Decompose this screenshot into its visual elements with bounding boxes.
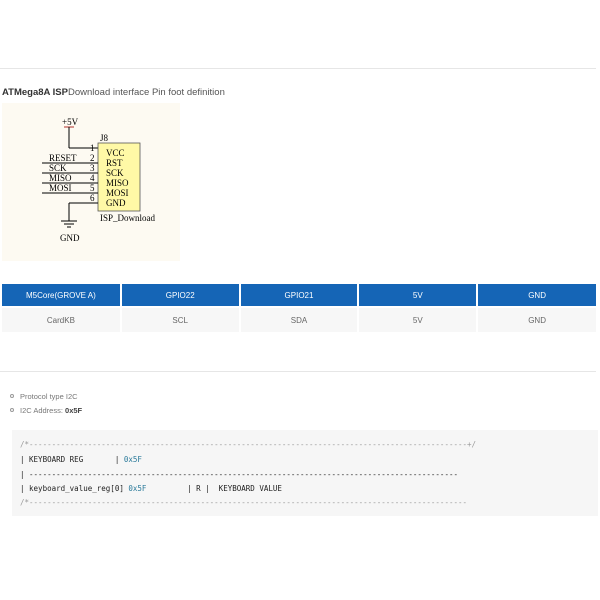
table-header-cell: M5Core(GROVE A) (2, 284, 122, 308)
section-heading: ATMega8A ISPDownload interface Pin foot … (2, 87, 225, 98)
top-divider (0, 68, 596, 69)
protocol-text: Protocol type I2C (20, 391, 78, 401)
code-text: | R | KEYBOARD VALUE (146, 484, 282, 493)
code-hex: 0x5F (128, 484, 147, 493)
header-ref: J8 (100, 133, 109, 143)
component-name: ISP_Download (100, 213, 156, 223)
pin-number: 5 (90, 183, 95, 193)
header-box (97, 142, 141, 212)
net-label: MISO (49, 173, 72, 183)
net-label: MOSI (49, 183, 72, 193)
table-cell: SDA (239, 307, 360, 332)
table-cell: GND (477, 307, 596, 332)
table-header-cell: 5V (358, 284, 479, 308)
heading-bold: ATMega8A ISP (2, 87, 68, 98)
list-item: I2C Address: 0x5F (10, 403, 82, 417)
code-line: | keyboard_value_reg[0] 0x5F | R | KEYBO… (20, 484, 282, 493)
pin-number: 3 (90, 163, 95, 173)
table-cell: SCL (120, 307, 241, 332)
net-label: SCK (49, 163, 67, 173)
pin-number: 2 (90, 153, 95, 163)
isp-schematic: +5V J8 1 2 3 4 5 6 VCC RST SCK MISO MOSI… (2, 103, 180, 261)
code-line: | --------------------------------------… (20, 470, 458, 479)
code-text: | KEYBOARD REG | (20, 455, 124, 464)
net-label: RESET (49, 153, 77, 163)
pin-name: RST (106, 158, 123, 168)
schematic-drawing: +5V J8 1 2 3 4 5 6 VCC RST SCK MISO MOSI… (42, 117, 156, 243)
pin-name: MISO (106, 178, 129, 188)
pin-number: 1 (90, 143, 95, 153)
middle-divider (0, 371, 596, 372)
pin-name: MOSI (106, 188, 129, 198)
pin-mapping-table: M5Core(GROVE A) GPIO22 GPIO21 5V GND Car… (2, 284, 596, 332)
table-header-cell: GND (477, 284, 596, 308)
ground-label: GND (60, 233, 80, 243)
address-value: 0x5F (65, 405, 83, 415)
code-block: /*--------------------------------------… (12, 430, 598, 516)
pin-number: 6 (90, 193, 95, 203)
table-row: CardKB SCL SDA 5V GND (2, 307, 596, 332)
address-label: I2C Address: (20, 405, 63, 415)
code-hex: 0x5F (123, 455, 142, 464)
power-label: +5V (62, 117, 79, 127)
pin-name: GND (106, 198, 126, 208)
pin-name: SCK (106, 168, 124, 178)
code-line: /*--------------------------------------… (20, 440, 477, 449)
bullet-icon (10, 394, 14, 398)
table-header-row: M5Core(GROVE A) GPIO22 GPIO21 5V GND (2, 284, 596, 308)
code-text: | keyboard_value_reg[0] (20, 484, 129, 493)
heading-rest: Download interface Pin foot definition (68, 87, 225, 98)
pin-number: 4 (90, 173, 95, 183)
bullet-icon (10, 408, 14, 412)
code-line: | KEYBOARD REG | 0x5F (20, 455, 142, 464)
table-header-cell: GPIO21 (239, 284, 360, 308)
protocol-list: Protocol type I2C I2C Address: 0x5F (10, 389, 82, 417)
table-header-cell: GPIO22 (120, 284, 241, 308)
code-line: /*--------------------------------------… (20, 498, 468, 507)
list-item: Protocol type I2C (10, 389, 82, 403)
pin-name: VCC (106, 148, 125, 158)
table-cell: 5V (358, 307, 479, 332)
table-cell: CardKB (2, 307, 122, 332)
